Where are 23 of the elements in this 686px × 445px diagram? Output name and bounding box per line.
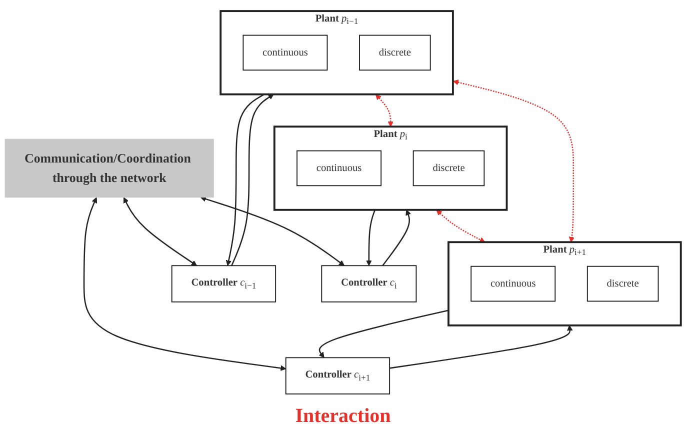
arrow (231, 94, 274, 266)
interaction-label: Interaction (295, 405, 391, 428)
arrow (375, 94, 394, 127)
arrow (389, 325, 573, 369)
arrow (436, 210, 486, 242)
arrow (366, 210, 376, 266)
node-box: Controller c$_{i}$ (321, 265, 417, 302)
node-box: Controller c$_{i−1}$ (171, 265, 276, 302)
arrow (83, 197, 286, 371)
node-box: discrete (586, 266, 659, 302)
node-box: discrete (412, 150, 485, 186)
arrow (382, 210, 411, 266)
arrow (318, 310, 449, 358)
arrow (452, 80, 575, 242)
arrow (226, 94, 265, 266)
arrow (124, 197, 198, 266)
arrow (200, 196, 345, 266)
node-box: continuous (296, 150, 382, 186)
node-box: discrete (359, 34, 431, 71)
node-box: continuous (470, 266, 556, 302)
node-box: Controller c$_{i+1}$ (285, 357, 390, 394)
node-box: Communication/Coordination through the network (4, 138, 214, 198)
node-box: continuous (242, 34, 328, 71)
